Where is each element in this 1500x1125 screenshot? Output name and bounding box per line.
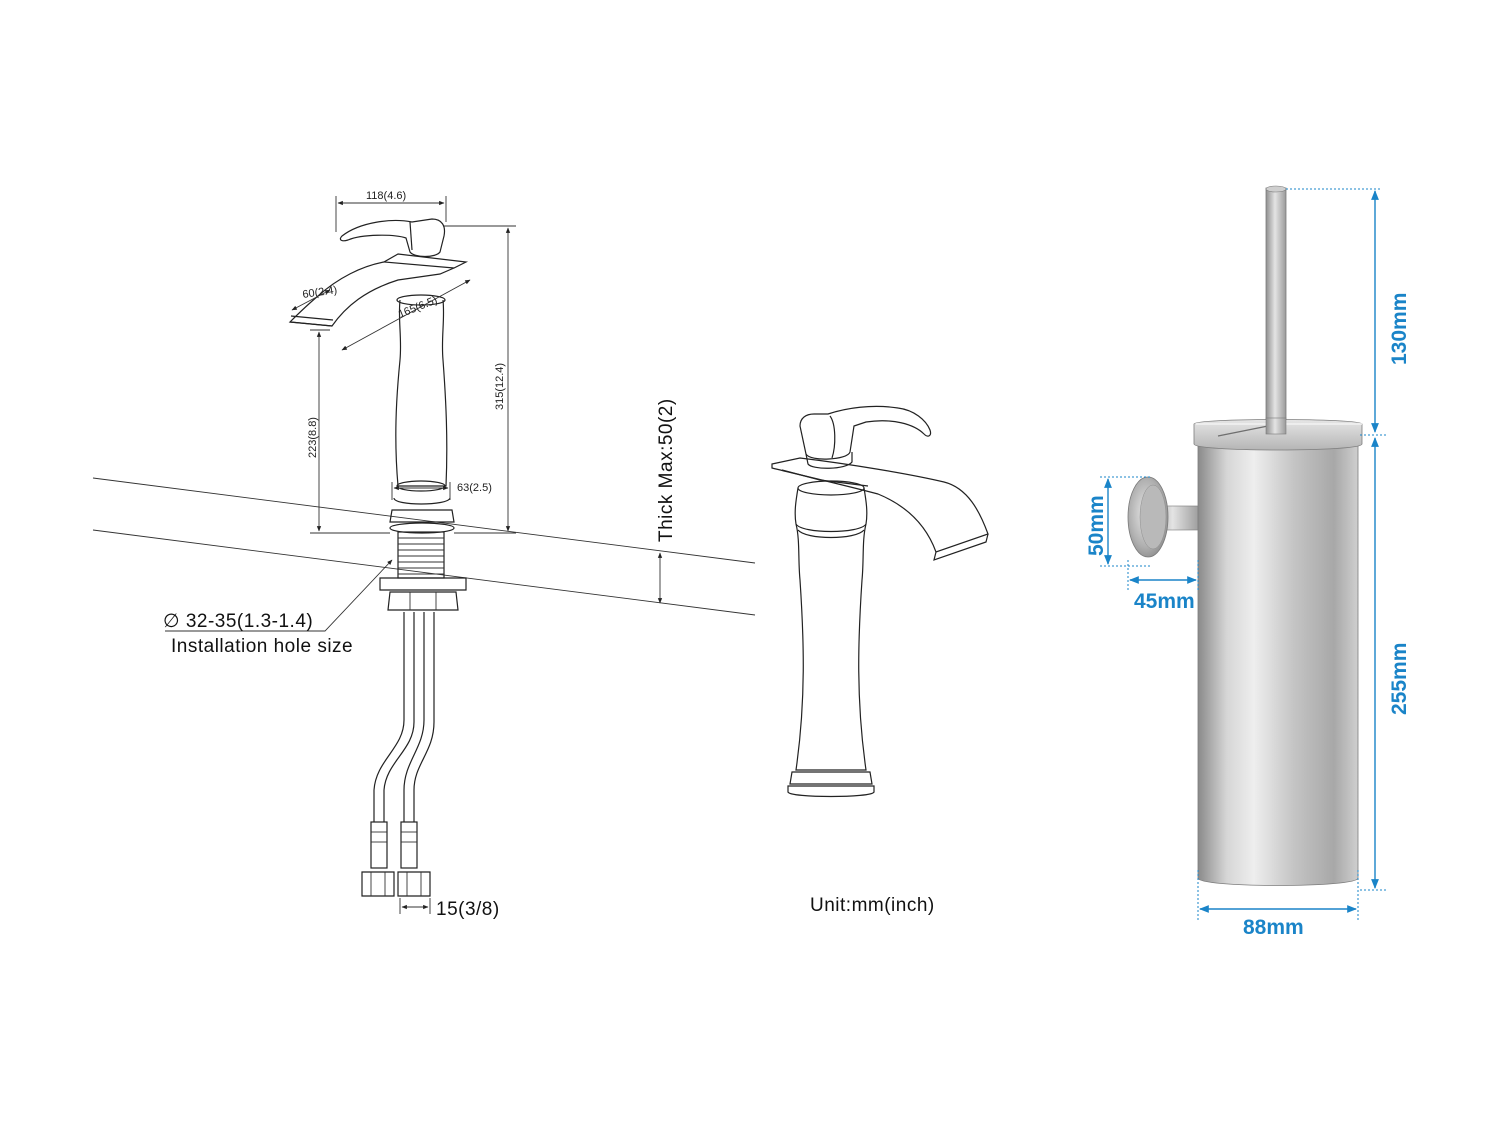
dim-reach: 165(6.5)	[397, 294, 439, 320]
dim-spout-height: 223(8.8)	[307, 417, 319, 458]
faucet-perspective-view	[771, 405, 989, 798]
dim-mount-diameter: 50mm	[1085, 495, 1108, 556]
supply-hoses	[361, 612, 435, 897]
dim-base-diameter: 63(2.5)	[457, 482, 492, 494]
dim-body-height: 255mm	[1388, 643, 1411, 715]
dim-width-top: 118(4.6)	[366, 190, 406, 202]
faucet-technical-drawing: 118(4.6) 315(12.4) 223(8.8) 60(2.4) 165(…	[92, 190, 756, 920]
unit-label: Unit:mm(inch)	[810, 895, 935, 916]
deck-line-bottom	[92, 529, 756, 616]
faucet-body-outline	[395, 299, 448, 487]
threaded-shank	[397, 531, 445, 579]
toilet-brush-holder: 130mm 255mm 50mm 45mm 88mm	[1085, 185, 1411, 939]
label-installation-hole: Installation hole size	[171, 636, 353, 657]
dim-hole-diameter: ∅ 32-35(1.3-1.4)	[163, 611, 313, 632]
holder-cylinder	[1197, 439, 1359, 886]
faucet-handle-outline	[339, 218, 446, 258]
dim-handle-height: 130mm	[1388, 293, 1411, 365]
dim-wall-offset: 45mm	[1134, 590, 1195, 613]
deck-line-top	[92, 477, 756, 564]
dim-connector: 15(3/8)	[436, 899, 500, 920]
brush-handle-rod	[1265, 187, 1287, 437]
dim-total-height: 315(12.4)	[494, 363, 506, 410]
dim-spout-width: 60(2.4)	[302, 284, 338, 301]
dim-deck-thickness: Thick Max:50(2)	[656, 398, 677, 542]
dim-body-width: 88mm	[1243, 916, 1304, 939]
